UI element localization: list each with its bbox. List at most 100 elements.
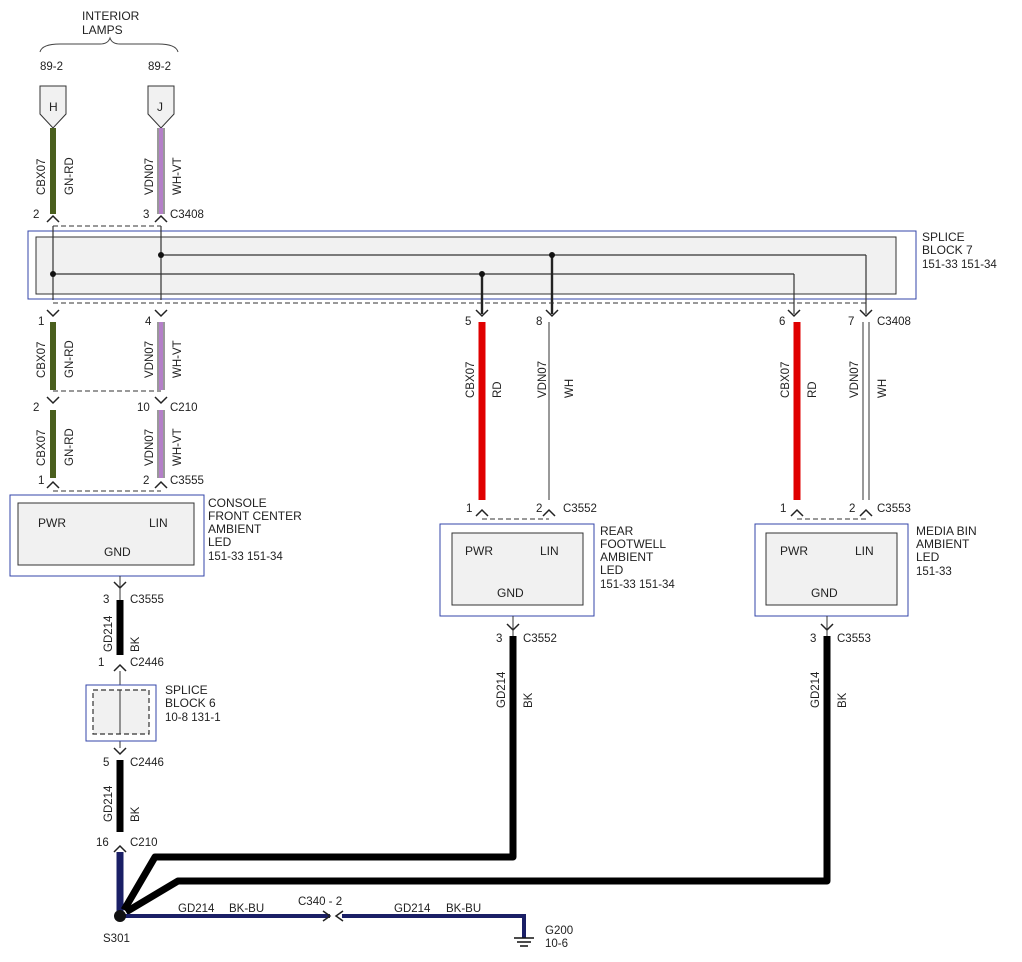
wire-label-wh-vt: WH-VT (172, 428, 184, 466)
connector-h-symbol (39, 85, 67, 129)
splice6-label-line2: BLOCK 6 (165, 696, 216, 710)
console-front-center-led-module: PWR LIN GND CONSOLE FRONT CENTER AMBIENT… (9, 494, 302, 577)
pin-1-c3555: 1 (38, 475, 44, 487)
pin-chevron (787, 309, 801, 318)
wire-label-vdn07: VDN07 (849, 361, 861, 398)
console-name-line2: FRONT CENTER (208, 509, 302, 523)
connector-c2446-top: C2446 (130, 657, 164, 669)
rear-refs: 151-33 151-34 (600, 579, 675, 591)
connector-j-symbol (147, 85, 175, 129)
connector-c3552-gnd: C3552 (523, 633, 557, 645)
splice-node (158, 252, 164, 258)
pin-chevron (113, 747, 127, 756)
pin-h-label: H (49, 100, 58, 114)
wire-label-bk: BK (130, 806, 142, 822)
connector-c210-top: C210 (170, 402, 198, 414)
console-gnd-label: GND (104, 545, 131, 559)
group-brace (39, 36, 179, 53)
pin-chevron (46, 214, 60, 223)
rear-module-body (451, 532, 584, 606)
c3408-bottom-pins: 1 4 5 8 6 7 C3408 (38, 309, 911, 328)
pin-4-c3408: 4 (145, 316, 152, 328)
group-label-line2: LAMPS (82, 23, 123, 37)
splice7-label-line2: BLOCK 7 (922, 243, 973, 257)
wire-segment-top: CBX07 GN-RD VDN07 WH-VT 2 3 C3408 (33, 128, 204, 227)
rear-pwr-label: PWR (465, 544, 493, 558)
group-label-line1: INTERIOR (82, 9, 140, 23)
left-ground-chain: 3 C3555 GD214 BK 1 C2446 SPLICE BLOCK 6 … (85, 576, 221, 914)
wire-label-cbx07: CBX07 (36, 342, 48, 378)
pin-1-c3552: 1 (466, 503, 472, 515)
pin-j-label: J (157, 100, 163, 114)
wire-label-wh: WH (564, 379, 576, 398)
media-name-line1: MEDIA BIN (916, 524, 977, 538)
wire-segment-left-low: CBX07 GN-RD VDN07 WH-VT 1 2 C3555 (36, 410, 204, 492)
splice6-refs: 10-8 131-1 (165, 712, 221, 724)
pin-chevron (790, 508, 804, 517)
pin-3-c3552: 3 (496, 633, 502, 645)
connector-c3408-bottom: C3408 (877, 316, 911, 328)
rear-name-line3: AMBIENT (600, 550, 654, 564)
ground-g200-label: G200 (545, 925, 573, 937)
pin-chevron (545, 309, 559, 318)
connector-c340-2: C340 - 2 (298, 896, 342, 908)
connector-c3555-gnd: C3555 (130, 594, 164, 606)
console-refs: 151-33 151-34 (208, 551, 283, 563)
media-refs: 151-33 (916, 566, 952, 578)
connector-c3408-top: C3408 (170, 209, 204, 221)
pin-chevron (113, 844, 127, 853)
wire-label-bk-bu: BK-BU (446, 903, 481, 915)
wire-label-bk: BK (130, 636, 142, 652)
wire-label-gd214: GD214 (103, 785, 115, 822)
rear-lin-label: LIN (540, 544, 559, 558)
media-name-line2: AMBIENT (916, 537, 970, 551)
pin-chevron (475, 309, 489, 318)
wire-label-cbx07: CBX07 (465, 362, 477, 398)
wire-gd214-media-ground (124, 636, 831, 916)
splice-block-6-body (92, 689, 150, 735)
splice-block-7: SPLICE BLOCK 7 151-33 151-34 (27, 226, 997, 314)
splice-node (50, 271, 56, 277)
wire-label-bk: BK (523, 692, 535, 708)
wire-label-gd214: GD214 (394, 903, 431, 915)
rear-name-line2: FOOTWELL (600, 537, 666, 551)
connector-c2446-bottom: C2446 (130, 757, 164, 769)
pin-5-c2446: 5 (103, 757, 109, 769)
console-lin-label: LIN (149, 516, 168, 530)
pin-2-c3408: 2 (33, 209, 39, 221)
connector-c210-bottom: C210 (130, 837, 158, 849)
pin-1-c3553: 1 (780, 503, 786, 515)
connector-c3552-top: C3552 (563, 503, 597, 515)
rear-name-line1: REAR (600, 524, 634, 538)
pin-3-c3408: 3 (143, 209, 149, 221)
wire-gd214-bk-bu-right (342, 914, 526, 938)
wire-label-vdn07: VDN07 (537, 361, 549, 398)
pin-chevron (46, 396, 60, 405)
pin-5-c3408: 5 (465, 316, 471, 328)
ref-h: 89-2 (40, 61, 63, 73)
splice7-label-line1: SPLICE (922, 230, 965, 244)
rear-gnd-label: GND (497, 586, 524, 600)
wire-label-gd214: GD214 (178, 903, 215, 915)
wire-label-gd214: GD214 (103, 615, 115, 652)
media-bin-branch: CBX07 RD VDN07 WH 1 2 C3553 PWR LIN GND … (124, 322, 977, 916)
media-pwr-label: PWR (780, 544, 808, 558)
pin-3-c3553: 3 (810, 633, 816, 645)
wire-label-vdn07: VDN07 (144, 158, 156, 195)
ref-j: 89-2 (148, 61, 171, 73)
pin-chevron (542, 508, 556, 517)
pin-10-c210: 10 (137, 402, 150, 414)
connector-c3555-top: C3555 (170, 475, 204, 487)
media-lin-label: LIN (855, 544, 874, 558)
pin-8-c3408: 8 (536, 316, 542, 328)
wire-label-cbx07: CBX07 (36, 430, 48, 466)
console-pwr-label: PWR (38, 516, 66, 530)
splice-node (549, 252, 555, 258)
wire-label-wh-vt: WH-VT (172, 157, 184, 195)
wire-label-vdn07: VDN07 (144, 429, 156, 466)
pin-chevron (154, 396, 168, 405)
pin-chevron (46, 480, 60, 489)
connector-c3553-top: C3553 (877, 503, 911, 515)
pin-chevron (154, 214, 168, 223)
pin-7-c3408: 7 (848, 316, 854, 328)
